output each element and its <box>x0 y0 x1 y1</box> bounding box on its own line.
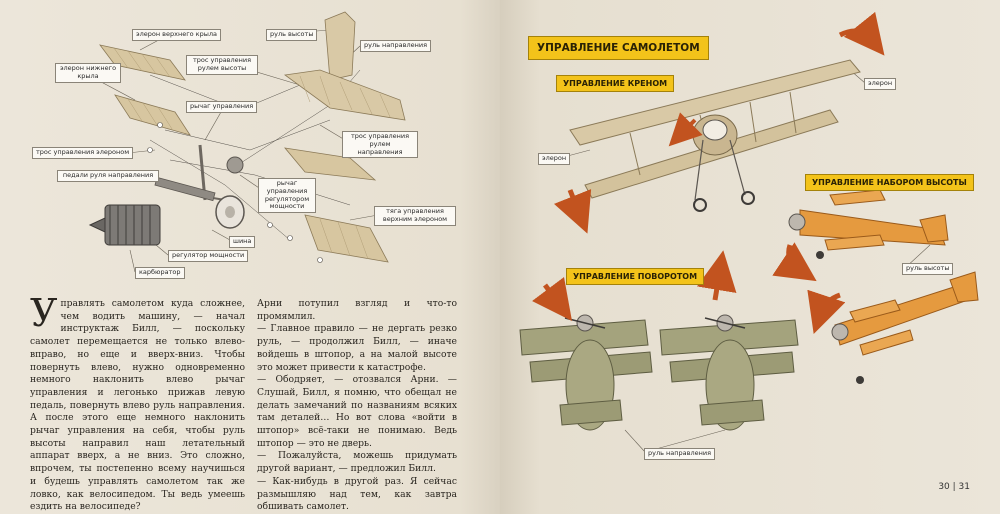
label-elevator-right: руль высоты <box>902 263 954 275</box>
right-page: Управление самолетом Управление креном У… <box>500 0 1000 514</box>
engine-part <box>88 204 161 246</box>
yaw-arrow-right <box>696 250 737 301</box>
label-power-regulator: регулятор мощности <box>168 250 249 262</box>
flight-control-illustrations <box>519 11 979 453</box>
label-rudder-cable: трос управления рулем направления <box>342 131 418 159</box>
left-page: элерон верхнего крыла элерон нижнего кры… <box>0 0 500 514</box>
label-rudder-pedals: педали руля направления <box>57 170 159 182</box>
pitch-biplane-upper <box>788 189 949 259</box>
label-upper-aileron: элерон верхнего крыла <box>132 29 221 41</box>
label-upper-aileron-rod: тяга управления верхним элероном <box>374 206 456 226</box>
right-lower-aileron-part <box>304 214 389 263</box>
label-aileron-cable: трос управления элероном <box>32 147 134 159</box>
rudder-pedals-part <box>154 176 216 202</box>
dropcap: У <box>30 291 58 335</box>
section-roll: Управление креном <box>556 75 675 92</box>
yaw-biplane-right <box>659 314 799 431</box>
text-column-2: Арни потупил взгляд и что-то промямлил. … <box>257 298 457 514</box>
pitch-arrow-2 <box>807 289 846 334</box>
label-tire: шина <box>229 236 256 248</box>
section-pitch: Управление набором высоты <box>805 174 974 191</box>
upper-aileron-part <box>99 44 186 81</box>
paragraph: Арни потупил взгляд и что-то промямлил. <box>257 298 457 322</box>
pitch-biplane-lower <box>831 271 979 384</box>
paragraph: — Пожалуйста, можешь придумать другой ва… <box>257 450 457 475</box>
column-1-body: правлять самолетом куда сложнее, чем вод… <box>30 298 245 513</box>
right-upper-aileron-part <box>284 147 377 181</box>
section-yaw: Управление поворотом <box>566 268 705 285</box>
yaw-arrow-left <box>532 277 572 321</box>
roll-arrow-down <box>554 189 592 234</box>
paragraph: — Главное правило — не дергать резко рул… <box>257 323 457 373</box>
label-aileron-left: элерон <box>538 153 571 165</box>
paragraph: — Ободряет, — отозвался Арни. — Слушай, … <box>257 374 457 449</box>
label-rudder: руль направления <box>360 40 431 52</box>
label-control-stick: рычаг управления <box>186 101 258 113</box>
label-carburetor: карбюратор <box>135 267 185 279</box>
exploded-control-diagram <box>88 11 406 273</box>
pitch-arrow-1 <box>772 242 817 282</box>
label-elevator-cable: трос управления рулем высоты <box>186 55 258 75</box>
label-lower-aileron: элерон нижнего крыла <box>55 63 121 83</box>
lower-aileron-part <box>114 94 191 136</box>
label-elevator: руль высоты <box>266 29 318 41</box>
roll-arrow-up <box>838 11 885 56</box>
paragraph: — Как-нибудь в другой раз. Я сейчас разм… <box>257 475 457 513</box>
elevator-part <box>283 69 406 121</box>
page-title: Управление самолетом <box>528 36 709 60</box>
label-throttle-lever: рычаг управления регулятором мощности <box>258 178 316 214</box>
yaw-biplane-left <box>519 314 653 431</box>
label-rudder-right: руль направления <box>644 448 715 460</box>
page-numbers: 30 | 31 <box>938 482 970 492</box>
label-aileron-right: элерон <box>864 78 897 90</box>
rudder-part <box>324 11 356 81</box>
